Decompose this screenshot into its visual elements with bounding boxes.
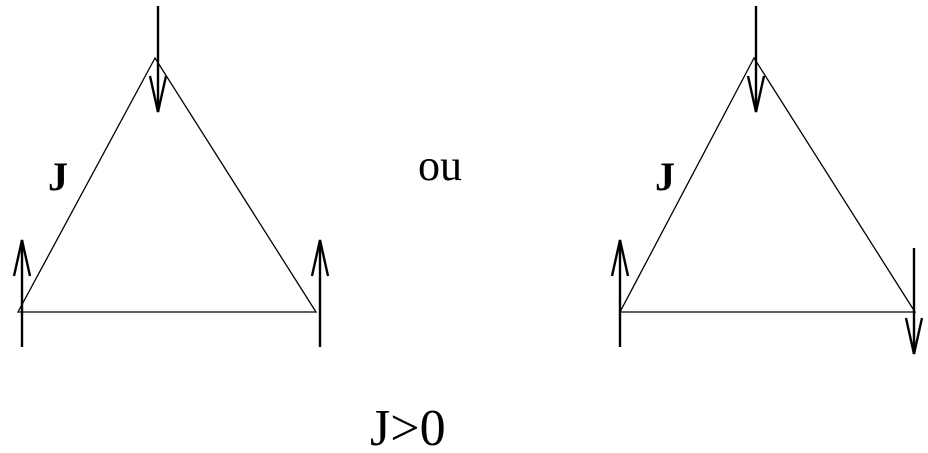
triangle-right-outline bbox=[618, 56, 917, 313]
separator-text: ou bbox=[418, 141, 462, 190]
coupling-label-left: J bbox=[48, 154, 68, 199]
spin-right-top-down-arrow bbox=[746, 6, 766, 113]
spin-left-top-down-arrow bbox=[148, 6, 168, 113]
triangle-left-outline bbox=[16, 56, 318, 313]
triangle-left: J bbox=[12, 6, 330, 347]
spin-left-bottom-left-up-arrow bbox=[12, 239, 32, 347]
spin-left-bottom-right-up-arrow bbox=[310, 239, 330, 347]
spin-right-bottom-left-up-arrow bbox=[610, 239, 630, 347]
spin-right-bottom-right-down-arrow bbox=[904, 248, 924, 355]
triangle-right: J bbox=[610, 6, 924, 355]
coupling-label-right: J bbox=[655, 154, 675, 199]
coupling-condition: J>0 bbox=[370, 400, 446, 453]
